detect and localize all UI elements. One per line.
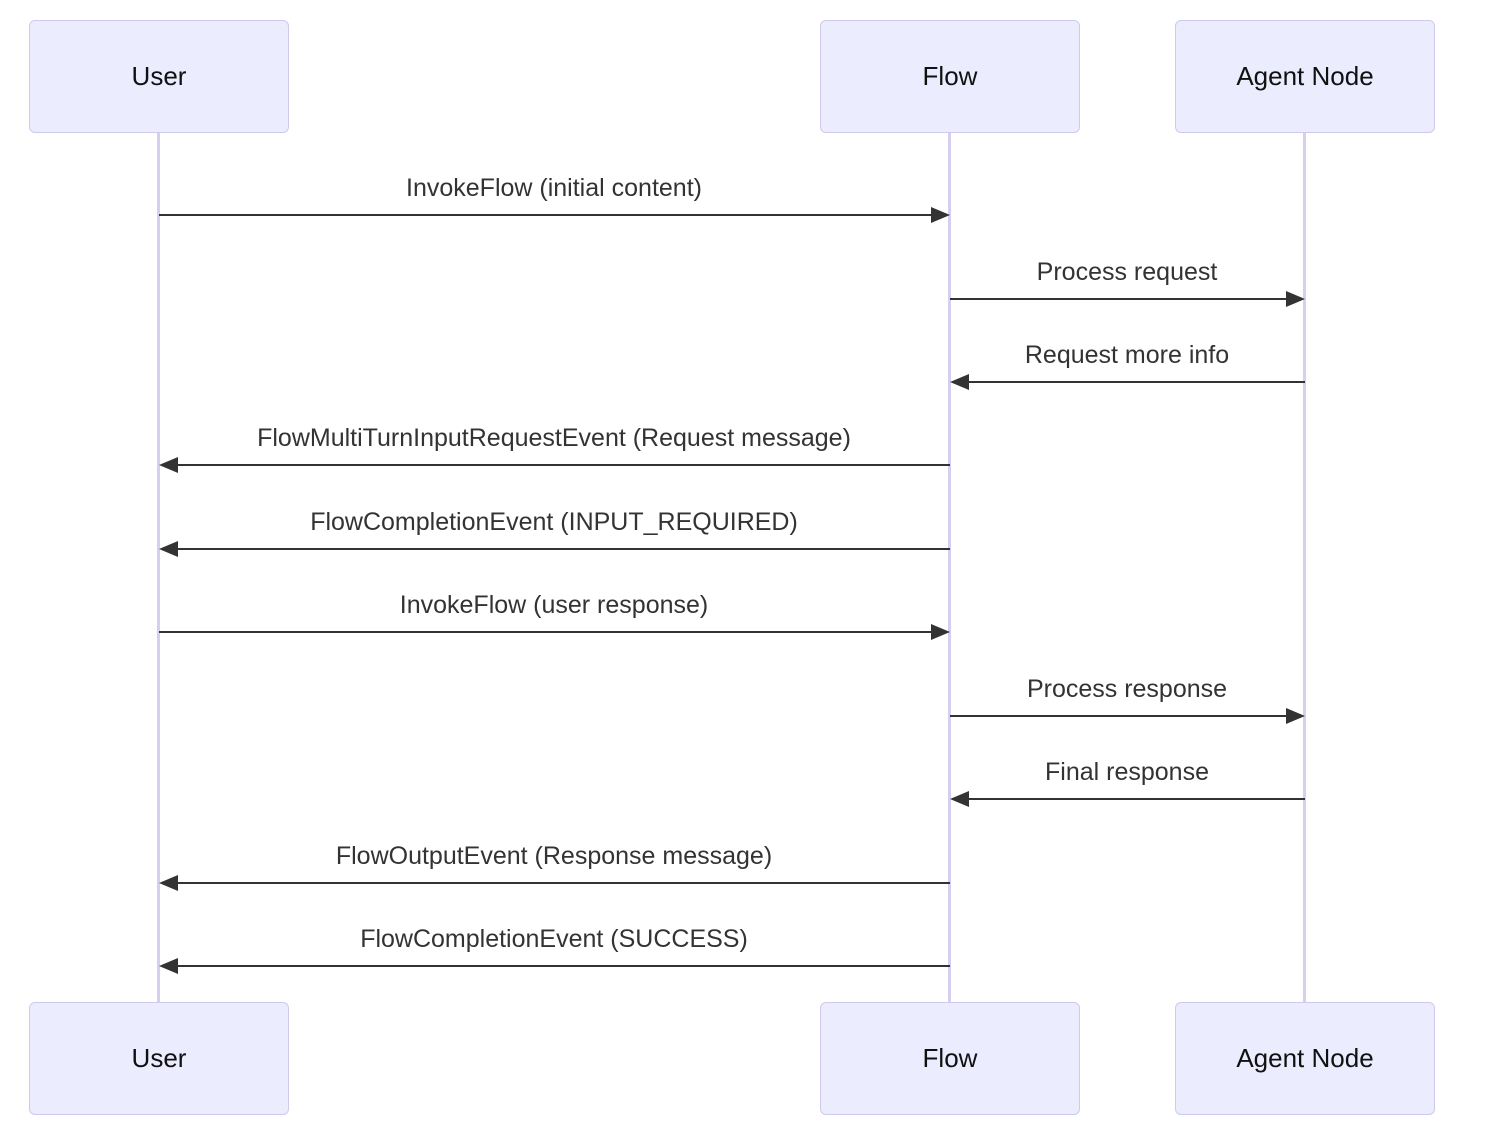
message-line xyxy=(159,214,931,216)
message-label: FlowCompletionEvent (SUCCESS) xyxy=(360,925,748,953)
lifeline-user xyxy=(157,132,160,1004)
message-line xyxy=(950,715,1286,717)
message-label: Process response xyxy=(1026,675,1228,703)
message-label: InvokeFlow (user response) xyxy=(399,591,709,619)
message-line xyxy=(178,464,950,466)
actor-agent-node-label: Agent Node xyxy=(1236,1043,1374,1073)
actor-flow-bottom: Flow xyxy=(820,1002,1080,1115)
lifeline-flow xyxy=(948,132,951,1004)
actor-agent-node-bottom: Agent Node xyxy=(1175,1002,1435,1115)
message-label: FlowMultiTurnInputRequestEvent (Request … xyxy=(257,424,851,452)
actor-agent-node-top: Agent Node xyxy=(1175,20,1435,133)
lifeline-agent-node xyxy=(1303,132,1306,1004)
message-label: Process request xyxy=(1036,258,1218,286)
actor-agent-node-label: Agent Node xyxy=(1236,61,1374,91)
message-label: Final response xyxy=(1045,758,1209,786)
actor-user-bottom: User xyxy=(29,1002,289,1115)
message-line xyxy=(950,298,1286,300)
message-line xyxy=(178,548,950,550)
message-label: FlowCompletionEvent (INPUT_REQUIRED) xyxy=(310,508,798,536)
arrowhead-right-icon xyxy=(931,624,950,640)
actor-user-top: User xyxy=(29,20,289,133)
arrowhead-right-icon xyxy=(1286,291,1305,307)
message-label: Request more info xyxy=(1024,341,1230,369)
arrowhead-right-icon xyxy=(931,207,950,223)
message-label: InvokeFlow (initial content) xyxy=(406,174,702,202)
arrowhead-right-icon xyxy=(1286,708,1305,724)
message-line xyxy=(969,798,1305,800)
arrowhead-left-icon xyxy=(950,374,969,390)
message-label: FlowOutputEvent (Response message) xyxy=(335,842,773,870)
actor-flow-top: Flow xyxy=(820,20,1080,133)
arrowhead-left-icon xyxy=(159,958,178,974)
message-line xyxy=(178,965,950,967)
arrowhead-left-icon xyxy=(159,875,178,891)
arrowhead-left-icon xyxy=(950,791,969,807)
actor-user-label: User xyxy=(131,1043,187,1073)
message-line xyxy=(159,631,931,633)
actor-user-label: User xyxy=(131,61,187,91)
arrowhead-left-icon xyxy=(159,541,178,557)
message-line xyxy=(969,381,1305,383)
actor-flow-label: Flow xyxy=(922,61,978,91)
actor-flow-label: Flow xyxy=(922,1043,978,1073)
arrowhead-left-icon xyxy=(159,457,178,473)
message-line xyxy=(178,882,950,884)
